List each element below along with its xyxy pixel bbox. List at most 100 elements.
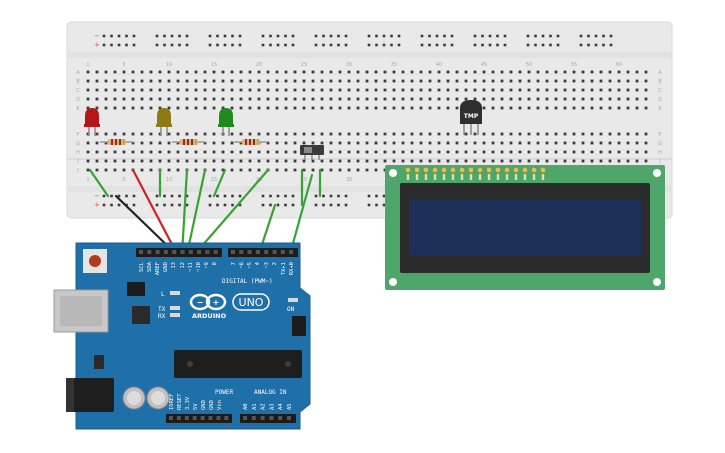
column-number: 25 [301,177,307,183]
digital-pin-label: 7 [231,262,237,265]
wire-led-green[interactable] [212,168,227,198]
analog-pin-label: A2 [261,403,267,410]
power-header[interactable] [166,414,232,423]
status-leds: L TX RX [158,291,180,320]
power-rail-minus-bottom: − [94,192,100,200]
digital-pin-label: ~5 [247,262,253,269]
analog-pin-label: A3 [269,403,275,410]
column-number: 30 [346,177,352,183]
led-label-l: L [161,291,165,298]
row-letter: E [658,106,661,112]
yellow-led[interactable] [156,108,172,136]
column-number: 40 [436,62,442,68]
arduino-logo: − + ARDUINO [189,293,227,320]
column-number: 5 [122,62,125,68]
power-pin-label: RESET [177,393,183,410]
row-letter: B [658,79,662,85]
analog-pin-label: A1 [252,403,258,410]
resistor-1[interactable] [100,139,134,145]
row-letter: C [76,88,80,94]
power-rail-plus: + [94,41,100,49]
column-number: 55 [571,62,577,68]
digital-header-right[interactable] [228,248,298,257]
power-pin-label: 5V [193,403,199,410]
temperature-sensor-label: TMP [464,113,479,120]
svg-text:+: + [213,298,220,307]
red-led[interactable] [84,108,100,136]
power-analog-header-holes [169,416,291,420]
column-number: 5 [122,177,125,183]
analog-pin-label: A0 [243,403,249,410]
digital-pin-label: ~9 [204,262,210,269]
wire-red-5v[interactable] [131,168,179,256]
lcd-screen [409,199,641,255]
column-number: 50 [526,62,532,68]
wire-led-red-gnd[interactable] [88,168,110,198]
digital-pin-label: 4 [255,261,261,265]
led-label-tx: TX [158,306,166,313]
row-letter: E [76,106,79,112]
on-led [288,298,298,302]
row-letter: F [659,132,662,138]
lcd-module[interactable] [385,165,665,290]
analog-label: ANALOG IN [254,389,287,396]
column-number: 15 [211,62,217,68]
column-number: 20 [256,62,262,68]
svg-text:−: − [197,298,204,307]
power-pin-label: IOREF [169,393,175,410]
column-number: 1 [86,177,89,183]
digital-header-holes [139,250,294,254]
temperature-sensor[interactable]: TMP [460,100,482,135]
row-letter: A [76,70,80,76]
column-number: 1 [86,62,89,68]
wire-pin11[interactable] [193,168,270,256]
led-label-rx: RX [158,313,166,320]
row-letter: F [77,132,80,138]
row-letter: C [658,88,662,94]
row-letter: I [77,159,78,165]
row-letter: A [658,70,662,76]
wire-pin12[interactable] [185,168,207,256]
wire-pin13[interactable] [180,168,189,256]
row-letter: B [76,79,80,85]
power-pin-label: GND [209,400,215,410]
row-letter: D [658,97,662,103]
lcd-pin-header [405,167,546,180]
digital-pin-label: 8 [212,262,218,265]
resistor-2[interactable] [172,139,206,145]
power-rail-plus-bottom: + [94,201,100,209]
slide-switch[interactable] [300,145,324,160]
row-letter: D [76,97,80,103]
digital-pin-label: ~10 [196,262,202,272]
digital-pin-label: 13 [171,262,177,269]
power-rail-minus: − [94,32,100,40]
row-letter: H [658,150,662,156]
digital-pin-label: TX▸1 [281,262,287,275]
row-letter: I [659,159,660,165]
power-pin-label: 3.3V [185,396,191,410]
resistor-3[interactable] [234,139,268,145]
analog-header[interactable] [240,414,296,423]
digital-pin-label: ~3 [264,262,270,269]
digital-header-left[interactable] [136,248,222,257]
column-number: 60 [616,62,622,68]
row-letter: J [76,168,78,174]
row-letter: H [76,150,80,156]
power-label: POWER [215,389,233,396]
digital-pin-label: SCL [139,261,145,272]
green-led[interactable] [218,108,234,136]
analog-pin-label: A5 [287,403,293,410]
column-number: 15 [211,177,217,183]
breadboard-row-letters: AABBCCDDEEFFGGHHIIJJ [76,70,662,174]
wire-switch-pin2[interactable] [288,173,314,256]
row-letter: G [76,141,80,147]
digital-pin-label: GND [163,262,169,272]
row-letter: G [658,141,662,147]
digital-pin-label: 12 [180,262,186,269]
digital-pin-label: SDA [147,261,153,272]
on-label: ON [287,306,295,313]
